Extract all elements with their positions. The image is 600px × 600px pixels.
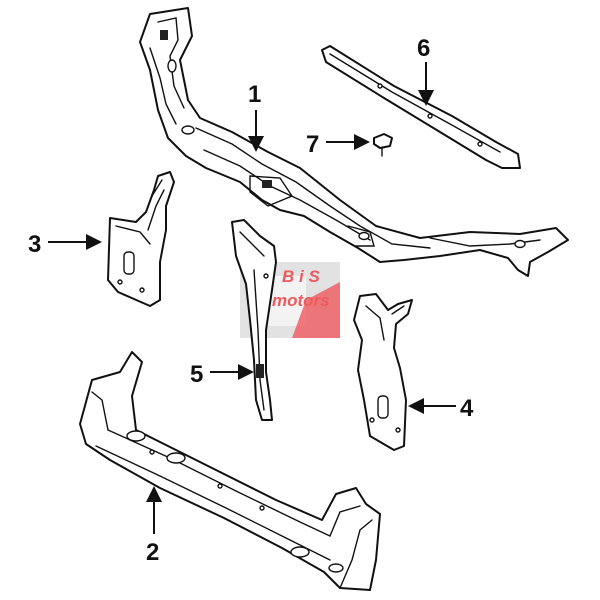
callout-6: 6 xyxy=(417,35,434,106)
callout-7-label: 7 xyxy=(306,131,319,158)
callout-2: 2 xyxy=(146,486,162,566)
watermark-line1: B i S xyxy=(282,267,320,286)
callout-3: 3 xyxy=(28,231,102,258)
part-4-right-bracket xyxy=(353,293,413,451)
callout-5-label: 5 xyxy=(190,361,203,388)
callout-6-label: 6 xyxy=(417,35,430,62)
part-7-bolt xyxy=(373,133,393,157)
part-5-center-support xyxy=(231,219,277,421)
part-3-left-bracket xyxy=(107,171,175,307)
watermark-line2: motors xyxy=(272,291,330,310)
callout-5: 5 xyxy=(190,361,254,388)
callout-4: 4 xyxy=(408,395,474,422)
callout-1: 1 xyxy=(248,81,264,152)
callout-2-label: 2 xyxy=(146,539,159,566)
part-6-brace-bar xyxy=(321,45,521,169)
callout-4-label: 4 xyxy=(460,395,474,422)
callout-1-label: 1 xyxy=(248,81,261,108)
part-1-upper-tie-bar xyxy=(139,7,569,277)
part-2-lower-crossmember xyxy=(79,351,381,591)
callout-3-label: 3 xyxy=(28,231,41,258)
callout-7: 7 xyxy=(306,131,370,158)
